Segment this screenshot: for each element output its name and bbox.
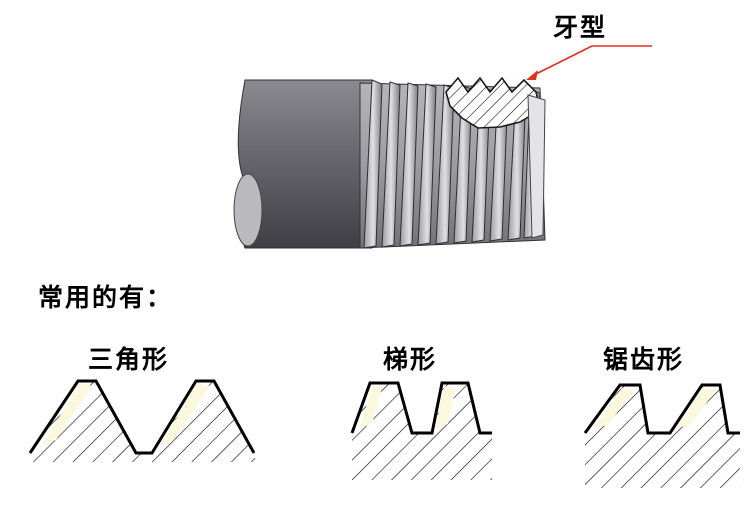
trapezoidal-flank-highlight (360, 386, 382, 428)
triangular-flank-highlight (42, 383, 92, 445)
trapezoidal-profile (350, 381, 492, 480)
bolt-chamfer (527, 94, 546, 239)
buttress-profile (583, 383, 740, 488)
trapezoidal-label: 梯形 (383, 345, 438, 374)
thread-form-label: 牙型 (553, 13, 608, 42)
threaded-bolt-illustration (233, 76, 546, 249)
triangular-profile (28, 379, 256, 462)
callout-arrow (526, 45, 652, 80)
triangular-outline (28, 379, 256, 455)
trapezoidal-outline (350, 381, 492, 435)
buttress-outline (583, 383, 740, 435)
bolt-shank-end-face (233, 173, 263, 247)
triangular-label: 三角形 (88, 345, 170, 374)
buttress-flank-highlight (594, 388, 634, 428)
common-types-heading: 常用的有： (38, 283, 174, 312)
buttress-label: 锯齿形 (603, 345, 685, 374)
